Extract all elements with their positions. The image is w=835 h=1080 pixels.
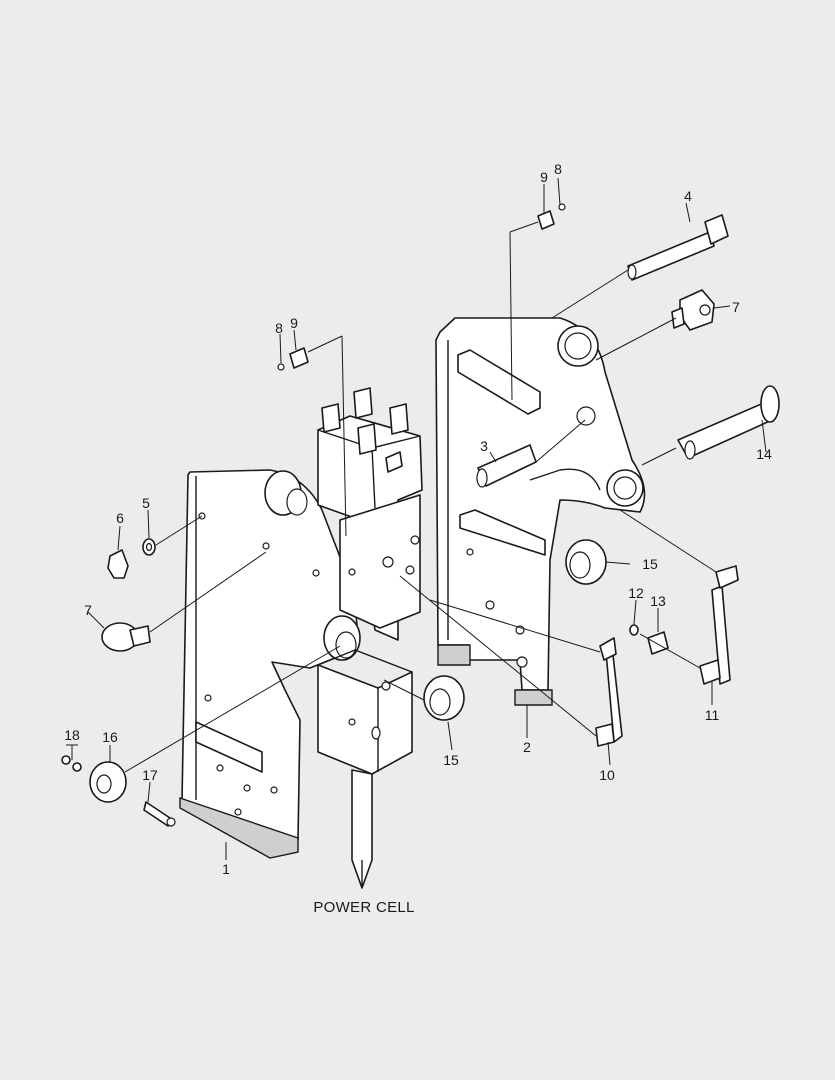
part-13-adapter — [647, 631, 669, 655]
power-cell-body — [317, 387, 423, 889]
part-12-o-ring — [629, 624, 639, 636]
callout-16: 16 — [102, 729, 118, 745]
part-7-fitting-right — [671, 289, 715, 331]
left-side-plate — [179, 469, 361, 859]
part-6-cap-nut — [107, 549, 129, 579]
callout-3: 3 — [480, 438, 488, 454]
callout-5: 5 — [142, 495, 150, 511]
part-15-bushing-center — [423, 675, 465, 721]
callout-11: 11 — [705, 707, 720, 723]
callout-10: 10 — [599, 767, 615, 783]
callout-13: 13 — [650, 593, 666, 609]
callout-9-right: 9 — [540, 169, 548, 185]
part-9-8-upper-left — [277, 347, 309, 371]
part-10-hose — [595, 637, 623, 747]
diagram-caption: POWER CELL — [313, 899, 414, 916]
callout-2: 2 — [523, 739, 531, 755]
callout-15-center: 15 — [443, 752, 459, 768]
callout-8-right: 8 — [554, 161, 562, 177]
right-side-plate — [435, 317, 646, 706]
callout-4: 4 — [684, 188, 692, 204]
part-7-fitting-left — [101, 622, 151, 652]
part-17-bolt — [143, 801, 176, 827]
callout-14: 14 — [756, 446, 772, 462]
callout-8-left: 8 — [275, 320, 283, 336]
callout-9-left: 9 — [290, 315, 298, 331]
part-4-bolt — [627, 214, 729, 281]
part-9-8-upper-right — [537, 203, 566, 230]
callout-15-right: 15 — [642, 556, 658, 572]
callout-7-right: 7 — [732, 299, 740, 315]
part-14-pin — [677, 385, 780, 460]
callout-12: 12 — [628, 585, 644, 601]
callout-18: 18 — [64, 727, 80, 743]
top-fittings — [321, 387, 409, 455]
callout-1: 1 — [222, 861, 230, 877]
part-18-nuts — [61, 755, 82, 772]
callout-17: 17 — [142, 767, 158, 783]
callout-numbers: 4 7 14 3 9 8 8 9 5 6 7 18 16 17 1 2 10 1… — [64, 161, 772, 877]
part-11-hose — [699, 565, 739, 685]
leader-lines — [66, 177, 767, 860]
callout-7-left: 7 — [84, 602, 92, 618]
part-15-bushing-right — [565, 539, 607, 585]
callout-6: 6 — [116, 510, 124, 526]
part-16-collar — [89, 761, 127, 803]
part-5-washer — [142, 538, 156, 556]
